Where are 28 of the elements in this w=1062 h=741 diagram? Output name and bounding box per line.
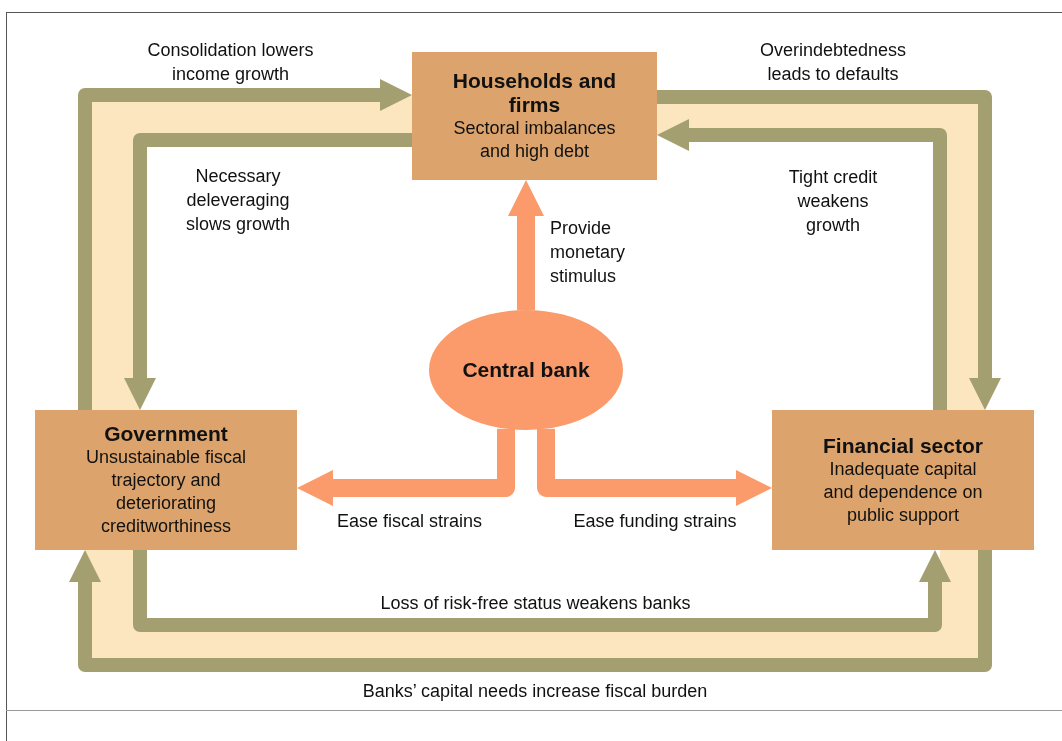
process-box [412,52,657,180]
arrow [69,550,992,672]
edge-label: Provide monetary stimulus [550,216,627,288]
process-box [35,410,297,550]
arrow [78,79,412,410]
arrow [133,550,951,632]
edge-label: Tight credit weakens growth [787,166,879,238]
arrow [508,180,544,310]
edge-label: Ease funding strains [572,509,738,533]
edge-label: Ease fiscal strains [335,509,483,533]
edge-label: Overindebtedness leads to defaults [758,39,908,86]
node-heading: Financial sector [823,433,983,458]
arrow [537,428,772,506]
arrow [124,133,412,410]
node-description: Sectoral imbalances and high debt [452,117,617,163]
node-heading: Government [104,422,228,446]
process-box [772,410,1034,550]
arrow [657,90,1001,410]
node-heading: Central bank [462,358,590,382]
edge-label: Necessary deleveraging slows growth [184,165,291,236]
edge-label: Consolidation lowers income growth [146,39,315,86]
node-description: Unsustainable fiscal trajectory and deteriorating creditworthiness [84,446,248,538]
edge-label: Banks’ capital needs increase fiscal burden [361,680,709,703]
arrow [297,428,515,506]
node-description: Inadequate capital and dependence on public support [822,457,984,527]
edge-label: Loss of risk-free status weakens banks [379,592,692,615]
node-heading: Households and firms [451,69,618,117]
arrow [657,119,947,410]
